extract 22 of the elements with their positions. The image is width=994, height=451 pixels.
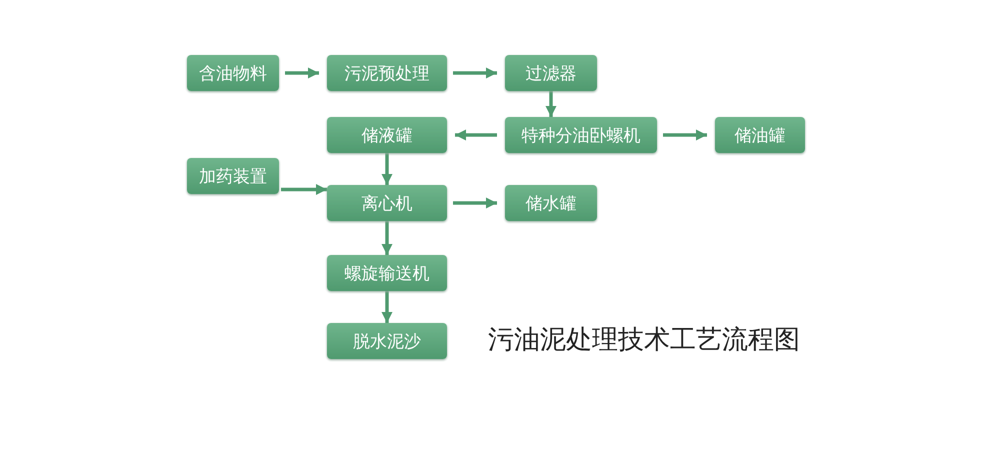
arrow <box>281 184 327 196</box>
process-box: 离心机 <box>327 185 447 221</box>
arrow <box>453 197 497 209</box>
process-box: 脱水泥沙 <box>327 323 447 359</box>
process-box: 含油物料 <box>187 55 279 91</box>
arrow <box>285 67 319 79</box>
arrow <box>381 291 393 323</box>
process-box: 过滤器 <box>505 55 597 91</box>
arrow <box>381 221 393 255</box>
process-box: 污泥预处理 <box>327 55 447 91</box>
arrow <box>381 153 393 185</box>
arrow <box>453 67 497 79</box>
process-box: 螺旋输送机 <box>327 255 447 291</box>
process-box: 储油罐 <box>715 117 805 153</box>
process-box: 储液罐 <box>327 117 447 153</box>
diagram-title: 污油泥处理技术工艺流程图 <box>488 324 800 357</box>
process-box: 加药装置 <box>187 158 279 194</box>
process-box: 储水罐 <box>505 185 597 221</box>
process-box: 特种分油卧螺机 <box>505 117 657 153</box>
arrow <box>663 129 707 141</box>
arrow <box>545 91 557 117</box>
arrow <box>455 129 497 141</box>
